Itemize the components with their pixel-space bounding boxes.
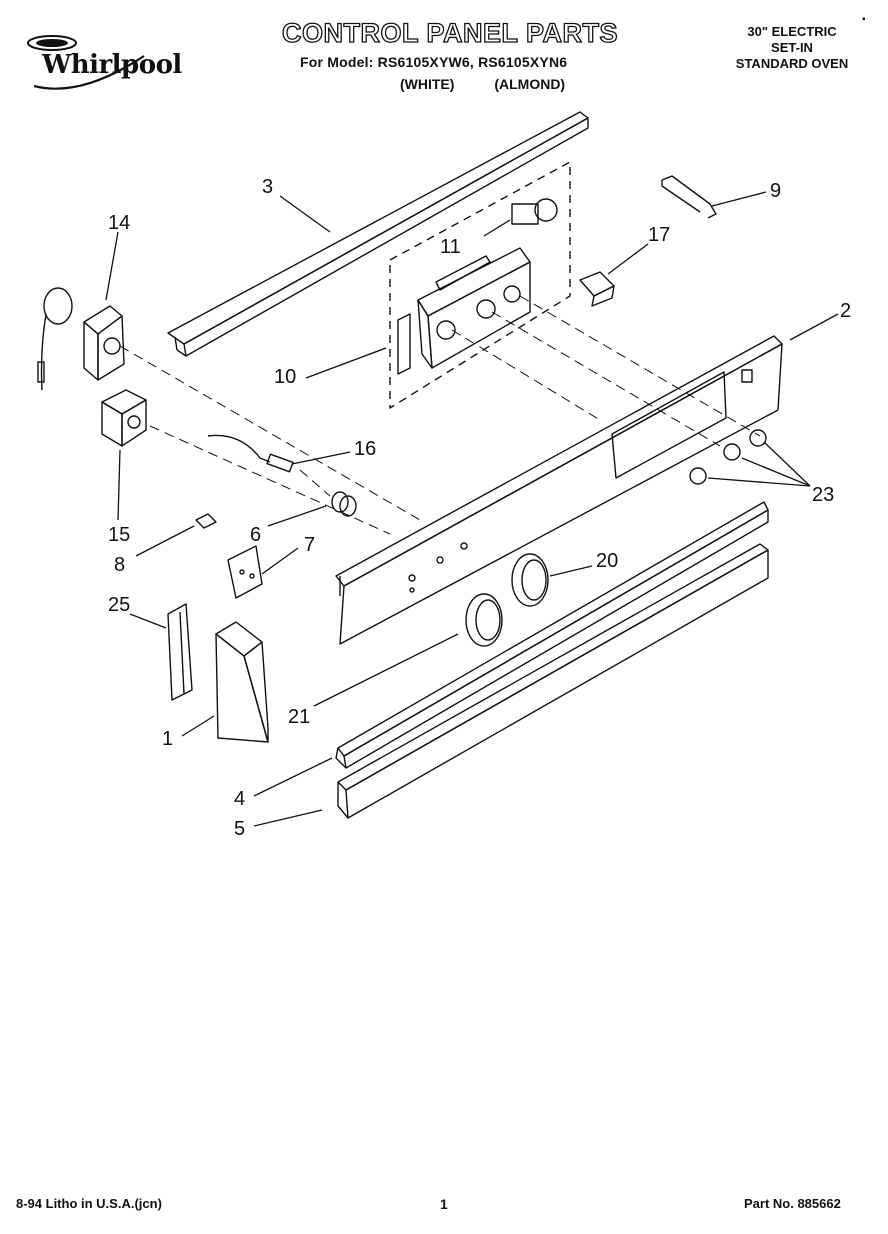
callout-7: 7	[304, 534, 316, 556]
part-14-thermostat	[37, 287, 125, 391]
whirlpool-logo: Whirlpool	[26, 26, 196, 110]
part-8-clip	[195, 513, 217, 529]
part-15-selector-switch	[101, 389, 147, 447]
part-23-nuts	[689, 429, 767, 485]
callout-20: 20	[596, 550, 619, 572]
callout-8: 8	[114, 554, 126, 576]
part-4-lower-trim	[335, 501, 769, 769]
product-description: 30" ELECTRIC SET-IN STANDARD OVEN	[722, 24, 862, 72]
part-10-11-switch-assembly	[389, 161, 571, 409]
brand-name: Whirlpool	[42, 50, 182, 80]
whirlpool-swirl-icon	[27, 35, 145, 90]
callout-5: 5	[234, 818, 246, 840]
callout-1: 1	[162, 728, 174, 750]
part-20-knob	[511, 553, 549, 607]
callout-25: 25	[108, 594, 131, 616]
part-1-end-cap	[215, 621, 269, 743]
part-3-top-trim-strip	[167, 111, 589, 357]
part-21-knob	[465, 593, 503, 647]
model-numbers: For Model: RS6105XYW6, RS6105XYN6	[300, 54, 568, 70]
callout-14: 14	[108, 212, 131, 234]
page-number: 1	[440, 1196, 448, 1212]
part-9-bracket	[661, 175, 717, 219]
callout-11: 11	[440, 236, 461, 258]
part-6-lamp-socket	[331, 491, 357, 517]
leader-lines	[105, 191, 839, 827]
part-7-bracket-plate	[227, 545, 263, 599]
part-11-lamp-switch	[511, 198, 558, 225]
page-title: CONTROL PANEL PARTS	[281, 17, 619, 48]
variant-almond: (ALMOND)	[494, 76, 566, 92]
variant-white: (WHITE)	[400, 76, 455, 92]
part-25-side-panel	[167, 603, 193, 701]
callout-23: 23	[812, 484, 835, 506]
callout-15: 15	[108, 524, 131, 546]
dash-projection-lines	[119, 295, 761, 535]
product-line-3: STANDARD OVEN	[735, 56, 849, 71]
product-line-2: SET-IN	[771, 40, 813, 55]
part-17-connector	[579, 271, 615, 307]
part-2-control-panel	[335, 335, 783, 645]
callout-16: 16	[354, 438, 377, 460]
callout-4: 4	[234, 788, 246, 810]
speck-mark: ▪	[862, 14, 866, 25]
print-info: 8-94 Litho in U.S.A.(jcn)	[16, 1196, 162, 1211]
callout-2: 2	[840, 300, 852, 322]
callout-3: 3	[262, 176, 274, 198]
callout-21: 21	[288, 706, 311, 728]
product-line-1: 30" ELECTRIC	[747, 24, 837, 39]
callout-6: 6	[250, 524, 262, 546]
callout-10: 10	[274, 366, 297, 388]
part-16-wire-lead	[207, 434, 294, 473]
part-5-bottom-trim	[337, 543, 769, 819]
callout-9: 9	[770, 180, 782, 202]
part-number: Part No. 885662	[744, 1196, 841, 1211]
color-variants: (WHITE) (ALMOND)	[400, 76, 601, 92]
callout-17: 17	[648, 224, 671, 246]
